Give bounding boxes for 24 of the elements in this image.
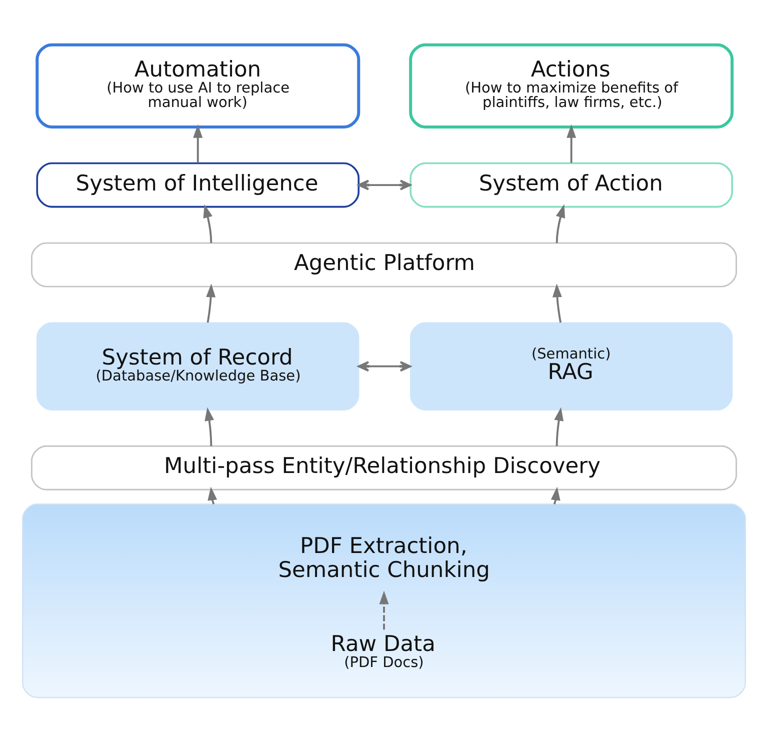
- node-box: Multi-pass Entity/Relationship Discovery: [30, 445, 738, 490]
- arrow: [556, 204, 566, 244]
- node-box: Automation (How to use AI to replace manual work): [36, 43, 360, 129]
- arrow: [379, 590, 389, 630]
- node-box: Agentic Platform: [30, 242, 738, 288]
- arrow: [193, 124, 203, 163]
- arrow: [552, 284, 562, 323]
- node-box: System of Action: [410, 162, 733, 208]
- node-box: System of Intelligence: [36, 162, 360, 208]
- arrow: [566, 124, 576, 163]
- arrow: [550, 486, 560, 504]
- arrow: [208, 486, 218, 504]
- arrow: [204, 407, 214, 446]
- arrow: [358, 180, 412, 190]
- arrow: [206, 284, 216, 323]
- node-text: PDF Extraction, Semantic Chunking: [278, 534, 490, 584]
- node-box: (Semantic) RAG: [410, 322, 733, 410]
- node-box: Actions (How to maximize benefits of plaintiffs, law firms, etc.): [409, 43, 734, 129]
- node-text: Raw Data (PDF Docs): [330, 632, 436, 671]
- arrow: [358, 361, 412, 372]
- arrow: [554, 407, 564, 446]
- node-box: System of Record (Database/Knowledge Base): [36, 322, 360, 410]
- arrow: [203, 204, 212, 244]
- cluster: [22, 504, 746, 698]
